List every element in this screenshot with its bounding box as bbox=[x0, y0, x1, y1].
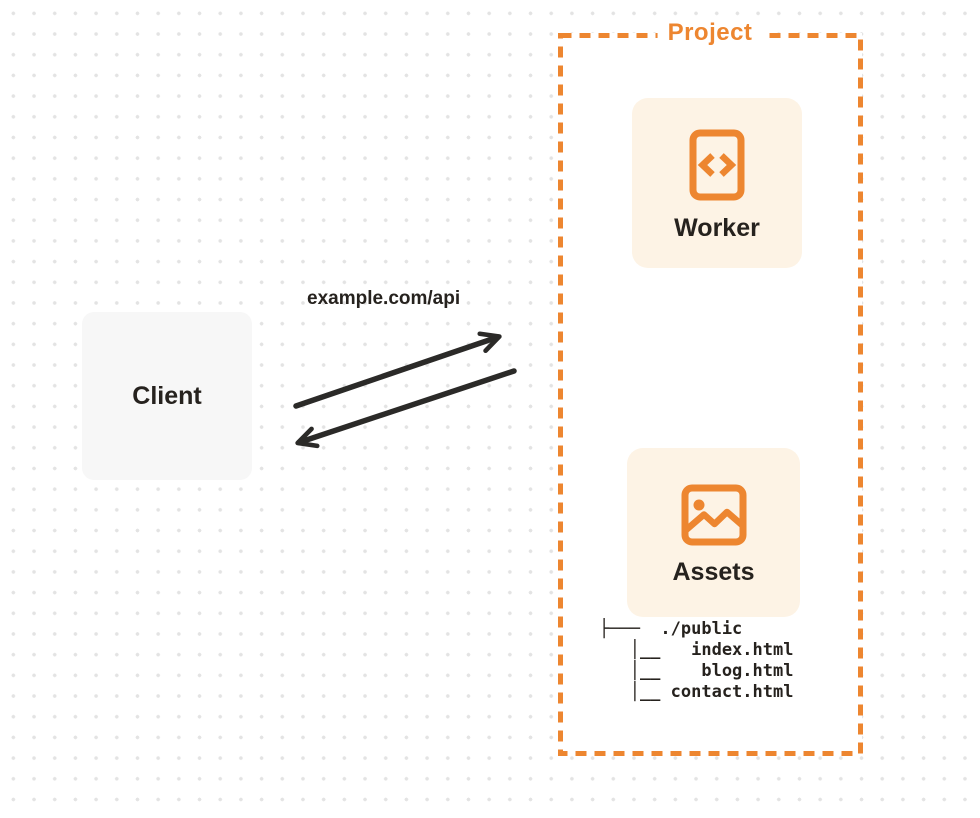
project-boundary: Project Worker Assets ├─── ./public │__ … bbox=[558, 19, 862, 755]
request-arrow bbox=[293, 331, 502, 409]
file-tree: ├─── ./public │__ index.html │__ blog.ht… bbox=[599, 619, 794, 702]
client-label: Client bbox=[132, 381, 202, 410]
worker-label: Worker bbox=[674, 214, 760, 242]
assets-label: Assets bbox=[672, 558, 755, 586]
response-arrow bbox=[295, 368, 517, 449]
request-url-label: example.com/api bbox=[307, 288, 461, 309]
image-icon bbox=[681, 484, 746, 546]
client-node: Client bbox=[82, 312, 252, 480]
code-file-icon bbox=[689, 129, 745, 201]
project-title: Project bbox=[657, 19, 763, 47]
assets-node: Assets bbox=[627, 448, 800, 617]
worker-node: Worker bbox=[632, 98, 802, 268]
